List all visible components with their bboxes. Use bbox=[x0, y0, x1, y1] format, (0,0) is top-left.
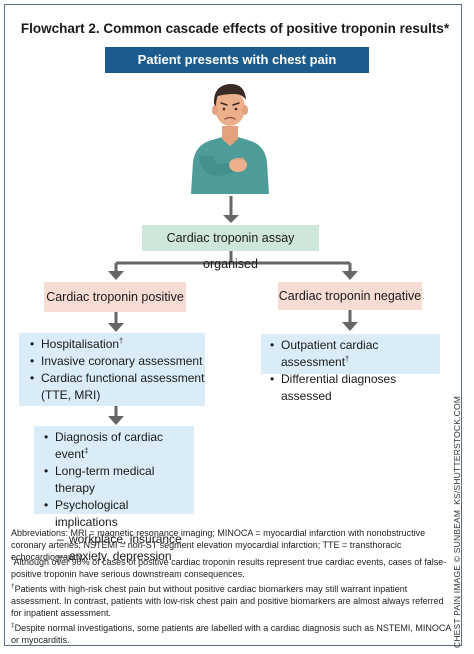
sub-list-item: anxiety, depression bbox=[43, 548, 194, 565]
troponin-positive-label: Cardiac troponin positive bbox=[46, 290, 184, 304]
list-item: Psychological implications bbox=[43, 497, 194, 531]
positive-actions-box: Hospitalisation† Invasive coronary asses… bbox=[19, 333, 205, 406]
list-item: Differential diagnoses assessed bbox=[269, 371, 440, 405]
troponin-assay-box: Cardiac troponin assay organised bbox=[142, 225, 319, 271]
footnote: ‡Despite normal investigations, some pat… bbox=[11, 622, 451, 645]
list-item: Outpatient cardiac assessment† bbox=[269, 337, 440, 371]
troponin-negative-box: Cardiac troponin negative bbox=[278, 282, 422, 310]
flowchart-title: Flowchart 2. Common cascade effects of p… bbox=[20, 21, 450, 36]
figure-frame bbox=[4, 4, 462, 646]
footnote: *Although over 90% of cases of positive … bbox=[11, 556, 447, 579]
sub-list-item: workplace, insurance bbox=[43, 531, 194, 548]
list-item: Cardiac functional assessment bbox=[29, 370, 205, 387]
troponin-negative-label: Cardiac troponin negative bbox=[278, 289, 422, 303]
list-item: Invasive coronary assessment bbox=[29, 353, 205, 370]
list-item: Hospitalisation† bbox=[29, 336, 205, 353]
negative-actions-box: Outpatient cardiac assessment† Different… bbox=[261, 334, 440, 403]
troponin-positive-box: Cardiac troponin positive bbox=[44, 282, 186, 312]
patient-chest-pain-illustration bbox=[191, 83, 269, 194]
list-item: Diagnosis of cardiac event‡ bbox=[43, 429, 194, 463]
start-banner: Patient presents with chest pain bbox=[105, 47, 369, 73]
list-item-continuation: (TTE, MRI) bbox=[41, 388, 101, 402]
footnote: †Patients with high-risk chest pain but … bbox=[11, 583, 444, 618]
cascade-effects-box: Diagnosis of cardiac event‡ Long-term me… bbox=[34, 426, 194, 565]
footnotes: *Although over 90% of cases of positive … bbox=[11, 556, 453, 649]
abbreviations-note: Abbreviations: MRI = magnetic resonance … bbox=[11, 528, 426, 562]
list-item: Long-term medical therapy bbox=[43, 463, 194, 497]
troponin-assay-label: Cardiac troponin assay organised bbox=[166, 231, 295, 271]
